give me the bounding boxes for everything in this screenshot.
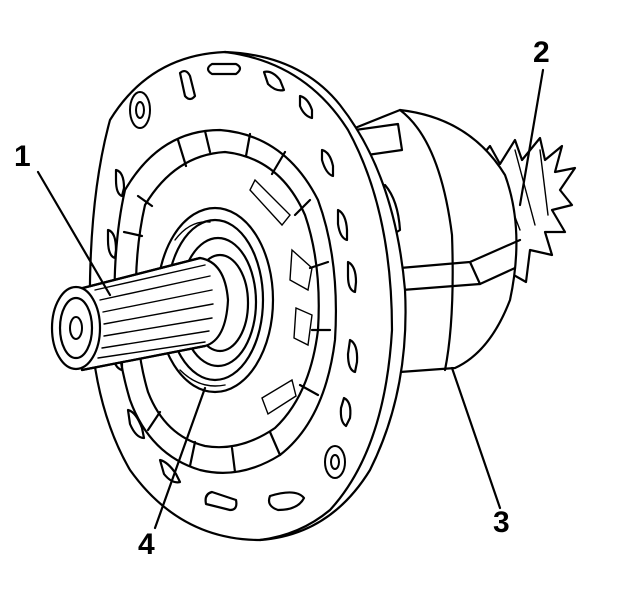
shaft-bore: [69, 316, 83, 340]
leader-line-2: [518, 68, 545, 207]
callout-1: 1: [14, 140, 31, 173]
leader-lines: [36, 68, 545, 530]
callout-4: 4: [138, 528, 155, 561]
leader-line-4: [153, 386, 207, 530]
callout-3: 3: [493, 506, 510, 539]
callout-2: 2: [533, 36, 550, 69]
leader-line-3: [450, 366, 502, 510]
leader-line-1: [36, 170, 112, 297]
input-shaft: [50, 256, 230, 372]
